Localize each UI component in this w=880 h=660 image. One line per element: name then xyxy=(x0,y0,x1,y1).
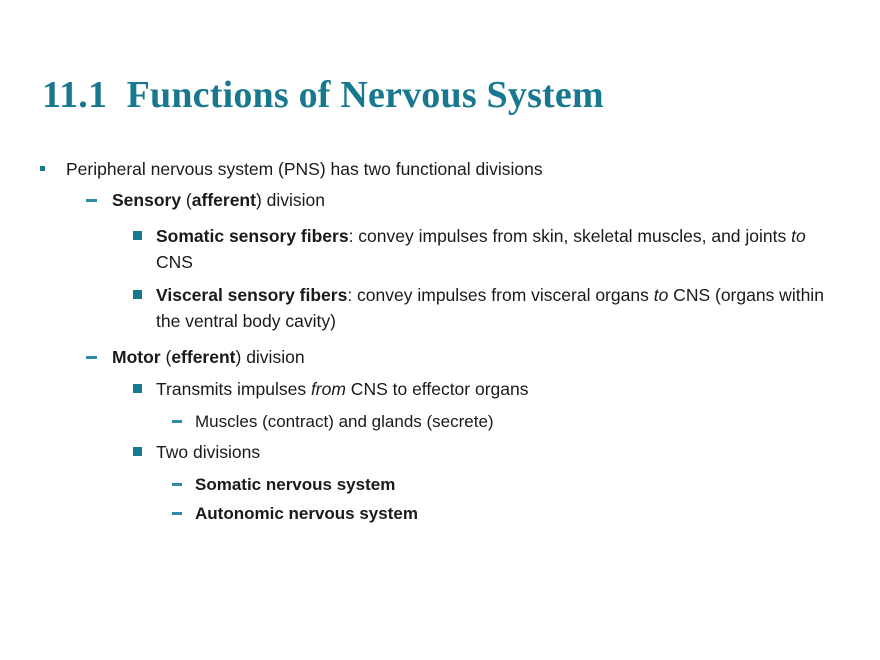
rich-span-bold: efferent xyxy=(171,347,236,367)
rich-span-plain: CNS (organs within the ventral body cavi… xyxy=(156,285,824,331)
rich-span-plain: ( xyxy=(181,190,192,210)
square-bullet-icon xyxy=(133,223,156,240)
rich-span-plain: Transmits impulses xyxy=(156,379,311,399)
rich-span-bold: Visceral sensory fibers xyxy=(156,285,348,305)
outline-item-text: Transmits impulses from CNS to effector … xyxy=(156,376,829,402)
outline-item-text: Sensory (afferent) division xyxy=(112,188,832,212)
rich-span-plain: CNS to effector organs xyxy=(345,379,529,399)
rich-span-bold: Somatic sensory fibers xyxy=(156,226,349,246)
outline-item-level1: Peripheral nervous system (PNS) has two … xyxy=(0,158,880,181)
rich-span-bold: afferent xyxy=(191,190,256,210)
outline-item-text: Muscles (contract) and glands (secrete) xyxy=(195,412,494,431)
rich-span-plain: ) division xyxy=(235,347,305,367)
outline-item-two-divisions: Two divisions xyxy=(0,439,880,465)
outline-item-autonomic-nervous-system: Autonomic nervous system xyxy=(0,501,880,526)
rich-span-italic: to xyxy=(653,285,669,305)
square-bullet-icon xyxy=(133,439,156,456)
rich-span-plain: CNS xyxy=(156,252,193,272)
rich-span-plain: : convey impulses from skin, skeletal mu… xyxy=(348,226,792,246)
outline-item-text: Somatic nervous system xyxy=(195,475,396,494)
outline-item-somatic-sensory-fibers: Somatic sensory fibers: convey impulses … xyxy=(0,223,880,275)
slide-body-outline: Peripheral nervous system (PNS) has two … xyxy=(0,158,880,530)
outline-item-text: Two divisions xyxy=(156,442,261,462)
outline-item-text: Motor (efferent) division xyxy=(112,345,832,369)
rich-span-italic: from xyxy=(310,379,346,399)
outline-item-visceral-sensory-fibers: Visceral sensory fibers: convey impulses… xyxy=(0,282,880,334)
rich-span-bold: Motor xyxy=(112,347,161,367)
outline-item-text: Somatic sensory fibers: convey impulses … xyxy=(156,223,829,275)
rich-span-plain: ) division xyxy=(255,190,326,210)
square-bullet-icon xyxy=(133,282,156,299)
dash-bullet-icon xyxy=(86,345,112,359)
slide-title: 11.1 Functions of Nervous System xyxy=(42,74,604,116)
outline-item-text: Autonomic nervous system xyxy=(195,504,418,523)
outline-item-sensory-division: Sensory (afferent) division xyxy=(0,188,880,212)
outline-item-motor-division: Motor (efferent) division xyxy=(0,345,880,369)
outline-item-text: Peripheral nervous system (PNS) has two … xyxy=(66,159,543,179)
outline-item-transmits-impulses: Transmits impulses from CNS to effector … xyxy=(0,376,880,402)
rich-span-bold: Sensory xyxy=(112,190,182,210)
rich-span-italic: to xyxy=(791,226,806,246)
dash-bullet-icon xyxy=(172,501,195,515)
outline-item-somatic-nervous-system: Somatic nervous system xyxy=(0,472,880,497)
dot-bullet-icon xyxy=(40,158,66,171)
rich-span-plain: ( xyxy=(160,347,172,367)
outline-item-text: Visceral sensory fibers: convey impulses… xyxy=(156,282,829,334)
dash-bullet-icon xyxy=(86,188,112,202)
outline-item-muscles-glands: Muscles (contract) and glands (secrete) xyxy=(0,409,880,434)
rich-span-plain: : convey impulses from visceral organs xyxy=(347,285,654,305)
dash-bullet-icon xyxy=(172,409,195,423)
dash-bullet-icon xyxy=(172,472,195,486)
square-bullet-icon xyxy=(133,376,156,393)
